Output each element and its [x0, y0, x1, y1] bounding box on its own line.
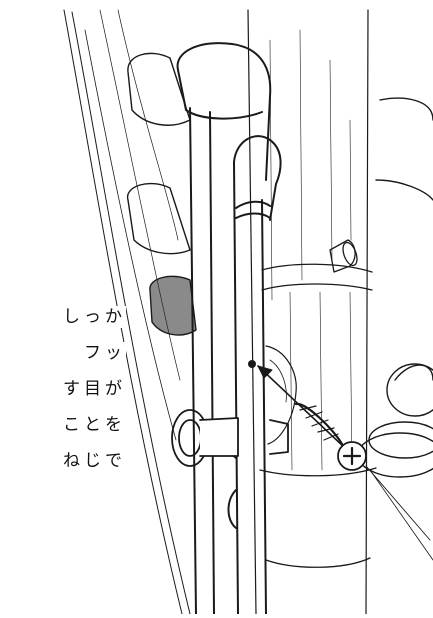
right-knob — [357, 97, 433, 478]
background-tube — [247, 9, 369, 615]
hinge-upper-plate — [176, 42, 272, 615]
caption-line: フッ — [80, 342, 126, 364]
hinge-bolt — [171, 409, 289, 467]
caption-line: ねじで — [59, 450, 126, 472]
screw-arrow — [257, 365, 433, 561]
screw-hole — [248, 345, 297, 445]
caption-line: ことを — [59, 414, 126, 436]
clamp-collar — [259, 263, 377, 568]
caption-line: しっか — [59, 306, 126, 328]
caption-line: す目が — [59, 378, 126, 400]
pin — [329, 239, 358, 273]
background-knobs — [127, 52, 197, 336]
arc-lines — [63, 9, 191, 615]
